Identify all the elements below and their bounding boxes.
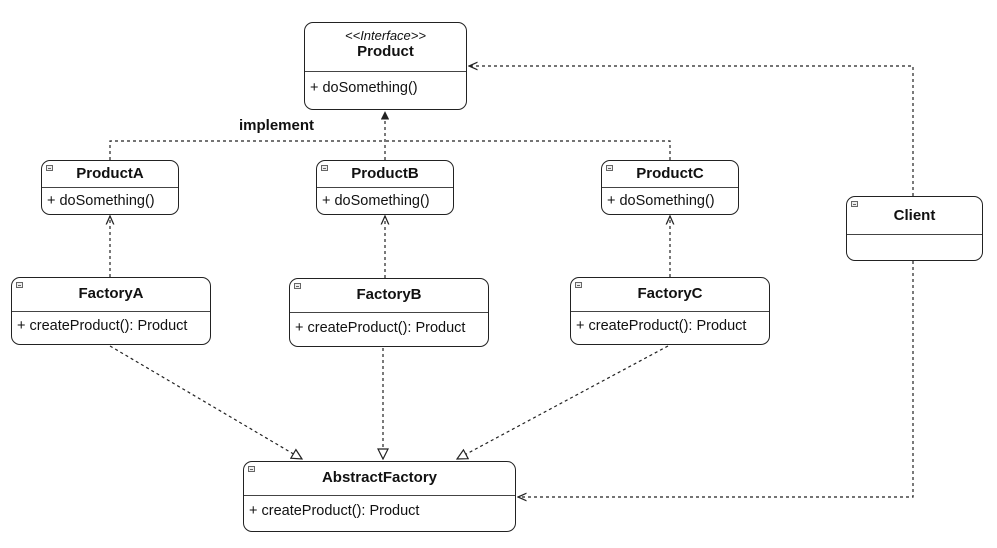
class-header: ProductA	[42, 161, 178, 188]
method-line: + doSomething()	[47, 193, 155, 209]
class-name: FactoryC	[637, 285, 703, 302]
class-product-interface[interactable]: <<Interface>> Product + doSomething()	[304, 22, 467, 110]
class-name: Client	[893, 207, 936, 224]
class-factoryb[interactable]: FactoryB + createProduct(): Product	[289, 278, 489, 347]
method-line: + doSomething()	[310, 80, 418, 96]
class-header: Client	[847, 197, 982, 235]
class-name: Product	[357, 43, 414, 60]
implement-edge-producta	[109, 140, 385, 160]
stereotype-label: <<Interface>>	[345, 28, 426, 43]
method-line: + createProduct(): Product	[576, 318, 747, 334]
method-line: + doSomething()	[322, 193, 430, 209]
extend-edge-factoryc	[457, 345, 669, 459]
class-header: ProductC	[602, 161, 738, 188]
class-header: FactoryC	[571, 278, 769, 312]
client-edge-abstractfactory	[518, 261, 914, 497]
class-productb[interactable]: ProductB + doSomething()	[316, 160, 454, 215]
class-client[interactable]: Client	[846, 196, 983, 261]
implement-label: implement	[239, 117, 315, 134]
method-line: + createProduct(): Product	[249, 503, 420, 519]
class-name: ProductA	[76, 165, 144, 182]
class-collapse-icon	[46, 165, 53, 171]
class-name: AbstractFactory	[321, 469, 438, 486]
implement-edge-productc	[385, 140, 671, 160]
class-collapse-icon	[606, 165, 613, 171]
class-collapse-icon	[16, 282, 23, 288]
class-collapse-icon	[851, 201, 858, 207]
class-collapse-icon	[248, 466, 255, 472]
class-factoryc[interactable]: FactoryC + createProduct(): Product	[570, 277, 770, 345]
extend-edge-factorya	[109, 345, 302, 459]
method-line: + doSomething()	[607, 193, 715, 209]
class-name: ProductC	[636, 165, 704, 182]
class-productc[interactable]: ProductC + doSomething()	[601, 160, 739, 215]
class-abstractfactory[interactable]: AbstractFactory + createProduct(): Produ…	[243, 461, 516, 532]
class-name: FactoryA	[78, 285, 144, 302]
class-producta[interactable]: ProductA + doSomething()	[41, 160, 179, 215]
class-header: FactoryB	[290, 279, 488, 313]
class-header: ProductB	[317, 161, 453, 188]
class-header: FactoryA	[12, 278, 210, 312]
class-factorya[interactable]: FactoryA + createProduct(): Product	[11, 277, 211, 345]
class-name: FactoryB	[356, 286, 422, 303]
class-collapse-icon	[294, 283, 301, 289]
class-header: AbstractFactory	[244, 462, 515, 496]
method-line: + createProduct(): Product	[17, 318, 188, 334]
class-header: <<Interface>> Product	[305, 23, 466, 72]
class-collapse-icon	[321, 165, 328, 171]
class-collapse-icon	[575, 282, 582, 288]
client-edge-product	[469, 66, 914, 196]
class-name: ProductB	[351, 165, 419, 182]
method-line: + createProduct(): Product	[295, 320, 466, 336]
